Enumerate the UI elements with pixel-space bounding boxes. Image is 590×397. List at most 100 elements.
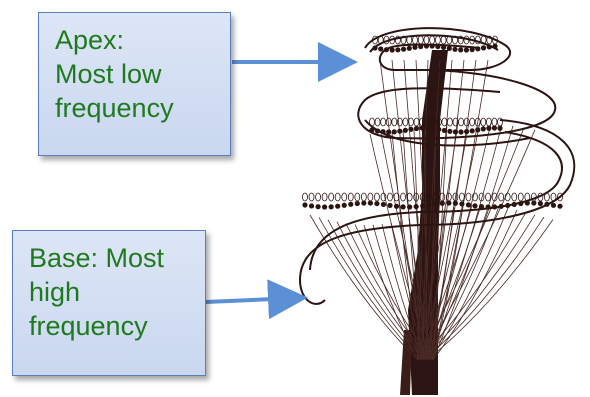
hair-cell-dot: [440, 201, 445, 206]
hair-cell-outline: [355, 193, 360, 201]
hair-cell-dot: [309, 203, 314, 208]
hair-cell-outline: [342, 193, 347, 201]
hair-cell-dot: [397, 129, 402, 134]
hair-cell-outline: [374, 193, 379, 201]
hair-cell-dot: [322, 204, 327, 209]
hair-cell-outline: [413, 36, 418, 44]
hair-cell-dot: [387, 203, 392, 208]
base-line-1: Base: Most: [29, 241, 195, 275]
hair-cell-outline: [466, 193, 471, 201]
hair-cell-outline: [418, 36, 423, 44]
hair-cell-dot: [475, 127, 480, 132]
hair-cell-outline: [440, 193, 445, 201]
hair-cell-dot: [464, 47, 469, 52]
hair-cell-outline: [459, 193, 464, 201]
hair-cell-outline: [392, 118, 397, 126]
hair-cell-dot: [499, 204, 504, 209]
hair-cell-outline: [464, 118, 469, 126]
hair-cell-dot: [355, 201, 360, 206]
hair-cell-dot: [492, 44, 497, 49]
hair-cell-dot: [386, 129, 391, 134]
hair-cell-dot: [427, 202, 432, 207]
hair-cell-dot: [505, 203, 510, 208]
hair-cell-dot: [381, 202, 386, 207]
hair-cell-dot: [464, 129, 469, 134]
hair-cell-dot: [475, 46, 480, 51]
hair-cell-dot: [401, 47, 406, 52]
hair-cell-dot: [384, 47, 389, 52]
hair-cell-outline: [499, 193, 504, 201]
hair-cell-dot: [414, 204, 419, 209]
hair-cell-outline: [403, 118, 408, 126]
nerve-fiber: [433, 210, 517, 360]
hair-cell-dot: [557, 204, 562, 209]
hair-cell-outline: [381, 193, 386, 201]
hair-cell-outline: [544, 193, 549, 201]
hair-cell-dot: [453, 201, 458, 206]
hair-cell-dot: [433, 201, 438, 206]
hair-cell-outline: [441, 36, 446, 44]
hair-cell-outline: [475, 36, 480, 44]
hair-cell-dot: [412, 45, 417, 50]
hair-cell-dot: [302, 202, 307, 207]
hair-cell-dot: [420, 203, 425, 208]
hair-cell-outline: [370, 118, 375, 126]
hair-cell-dot: [452, 47, 457, 52]
hair-cell-dot: [472, 203, 477, 208]
hair-cell-outline: [329, 193, 334, 201]
hair-cell-outline: [381, 118, 386, 126]
apex-line-3: frequency: [55, 91, 220, 125]
hair-cell-outline: [551, 193, 556, 201]
hair-cell-dot: [512, 202, 517, 207]
hair-cell-dot: [538, 201, 543, 206]
hair-cell-outline: [447, 118, 452, 126]
hair-cell-dot: [348, 202, 353, 207]
hair-cell-dot: [487, 44, 492, 49]
hair-cell-dot: [518, 201, 523, 206]
hair-cell-dot: [453, 129, 458, 134]
hair-cell-dot: [481, 45, 486, 50]
hair-cell-dot: [418, 44, 423, 49]
hair-cell-dot: [470, 128, 475, 133]
hair-cell-dot: [342, 203, 347, 208]
hair-cell-dot: [408, 127, 413, 132]
hair-cell-dot: [403, 128, 408, 133]
hair-cell-outline: [388, 193, 393, 201]
hair-cell-dot: [458, 47, 463, 52]
hair-cell-dot: [414, 126, 419, 131]
apex-line-1: Apex:: [55, 23, 220, 57]
hair-cell-outline: [459, 118, 464, 126]
hair-cell-dot: [479, 204, 484, 209]
hair-cell-outline: [335, 193, 340, 201]
hair-cell-dot: [459, 201, 464, 206]
hair-cell-dot: [486, 126, 491, 131]
hair-cell-dot: [458, 129, 463, 134]
hair-cell-outline: [481, 118, 486, 126]
hair-cell-outline: [512, 193, 517, 201]
hair-cell-outline: [435, 36, 440, 44]
hair-cell-outline: [303, 193, 308, 201]
hair-cell-dot: [375, 128, 380, 133]
hair-cell-dot: [447, 46, 452, 51]
hair-cell-outline: [518, 193, 523, 201]
hair-cell-dot: [485, 204, 490, 209]
hair-cell-outline: [309, 193, 314, 201]
hair-cell-dot: [441, 45, 446, 50]
hair-cell-outline: [505, 193, 510, 201]
hair-cell-dot: [369, 127, 374, 132]
hair-cell-dot: [378, 46, 383, 51]
base-line-2: high: [29, 275, 195, 309]
base-callout: Base: Most high frequency: [12, 230, 206, 376]
hair-cell-dot: [436, 127, 441, 132]
hair-cell-outline: [361, 193, 366, 201]
hair-cell-dot: [470, 47, 475, 52]
base-arrow: [206, 298, 296, 302]
hair-cell-dot: [544, 202, 549, 207]
hair-cell-outline: [401, 193, 406, 201]
apex-line-2: Most low: [55, 57, 220, 91]
hair-cell-dot: [442, 128, 447, 133]
hair-cell-dot: [407, 46, 412, 51]
hair-cell-dot: [431, 126, 436, 131]
apex-callout: Apex: Most low frequency: [38, 12, 231, 156]
hair-cell-dot: [447, 129, 452, 134]
